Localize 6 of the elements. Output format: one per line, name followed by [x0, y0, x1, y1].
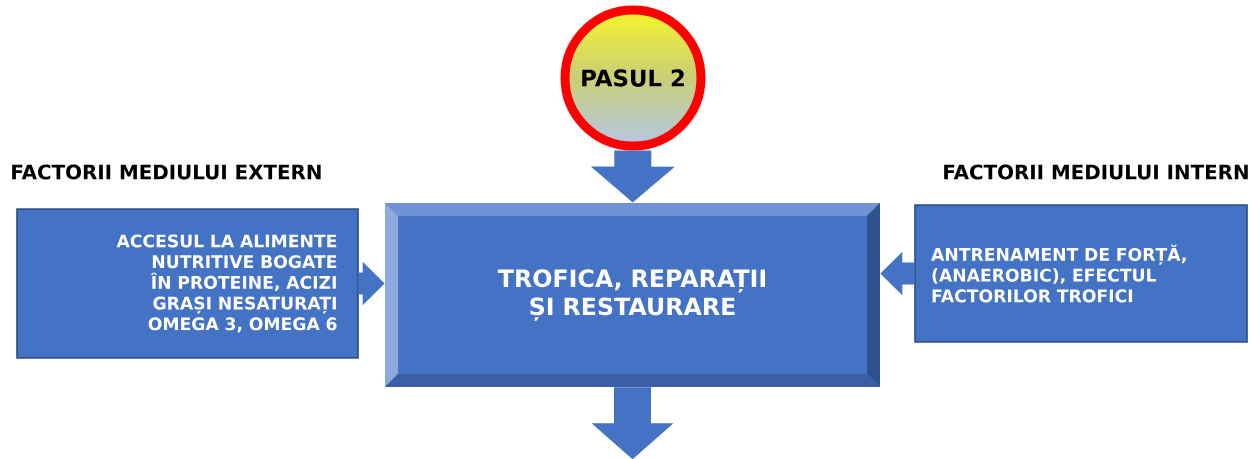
process-box: TROFICA, REPARAȚII ȘI RESTAURARE — [385, 203, 880, 387]
heading-text: FACTORII MEDIULUI EXTERN — [12, 164, 321, 180]
process-box: ACCESUL LA ALIMENTE NUTRITIVE BOGATE ÎN PROTEINE, ACIZI GRAȘI NESATURAȚI OMEGA 3, OMEGA 6 — [16, 208, 359, 359]
circle-node: PASUL 2 — [560, 5, 706, 151]
process-box: ANTRENAMENT DE FORȚĂ, (ANAEROBIC), EFECTUL FACTORILOR TROFICI — [914, 204, 1248, 343]
heading-text: FACTORII MEDIULUI INTERN — [944, 164, 1248, 180]
